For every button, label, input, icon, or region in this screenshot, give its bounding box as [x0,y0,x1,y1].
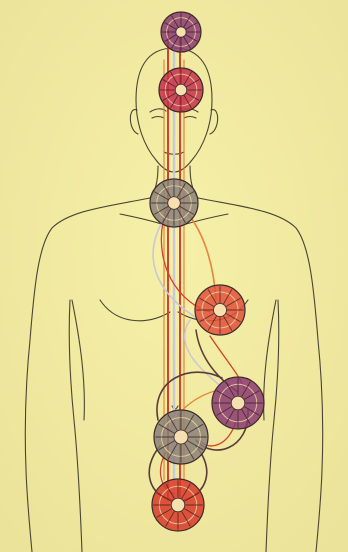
chakra-solar-plexus [212,377,264,429]
chakra-brow [159,68,203,112]
chakra-root [152,479,204,531]
chakra-crown [161,12,201,52]
chakra-throat [150,179,198,227]
chakra-brow-core [175,84,186,95]
chakra-sacral-core [174,430,188,444]
chakra-heart-core [214,304,227,317]
chakra-crown-core [176,27,186,37]
chakra-throat-core [168,197,180,209]
chakra-solar-plexus-core [231,396,245,410]
chakra-heart [195,285,245,335]
chakra-sacral [154,410,208,464]
chakra-root-core [171,498,185,512]
